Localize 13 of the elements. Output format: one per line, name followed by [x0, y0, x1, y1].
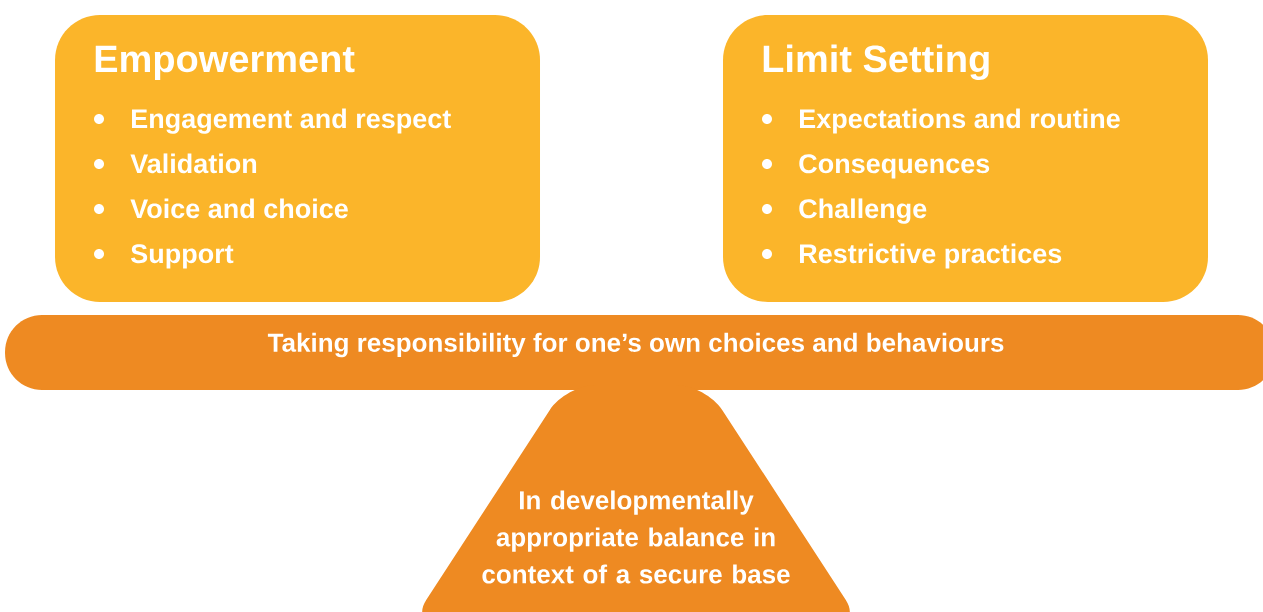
- list-item: Restrictive practices: [762, 243, 1062, 269]
- topic-box: [723, 15, 1208, 302]
- list-item: Consequences: [762, 154, 990, 179]
- list-item: Validation: [94, 153, 257, 174]
- list-item: Engagement and respect: [94, 108, 451, 134]
- list-item: Expectations and routine: [762, 108, 1120, 134]
- list-item: Support: [94, 244, 234, 269]
- topic-box: [55, 15, 540, 302]
- heading: Empowerment: [95, 45, 355, 80]
- list-item: Voice and choice: [94, 198, 348, 219]
- list-item: Challenge: [762, 198, 927, 224]
- balance-beam: Taking responsibility for one’s own choices and behaviours: [5, 315, 1263, 390]
- heading: Limit Setting: [763, 44, 989, 81]
